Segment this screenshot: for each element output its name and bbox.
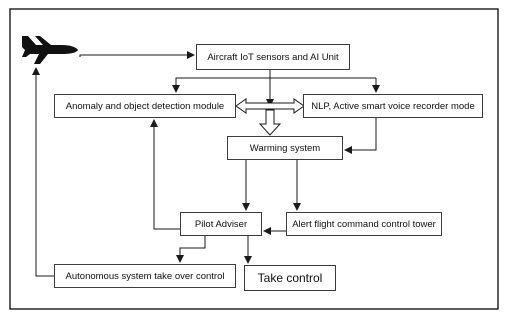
node-nlp-voice-recorder: NLP, Active smart voice recorder mode	[303, 94, 483, 118]
node-autonomous-takeover: Autonomous system take over control	[54, 264, 236, 288]
node-take-control: Take control	[244, 265, 336, 291]
node-warning-label: Warming system	[249, 142, 321, 154]
node-pilot-label: Pilot Adviser	[194, 218, 248, 230]
node-nlp-label: NLP, Active smart voice recorder mode	[311, 100, 475, 112]
node-alert-label: Alert flight command control tower	[292, 218, 436, 230]
edge-hub-to-warning-outline	[258, 109, 282, 136]
edge-airplane-to-sensors	[79, 51, 195, 59]
edge-autonomous-to-airplane	[32, 67, 54, 277]
airplane-icon	[22, 36, 78, 64]
node-anomaly-detection: Anomaly and object detection module	[54, 94, 236, 118]
node-anomaly-label: Anomaly and object detection module	[65, 100, 225, 112]
edge-sensors-to-anomaly	[172, 77, 196, 93]
node-warning-system: Warming system	[227, 136, 343, 160]
edge-nlp-to-warning	[344, 118, 377, 154]
node-autonomous-label: Autonomous system take over control	[65, 270, 225, 282]
edge-pilot-to-autonomous	[176, 236, 206, 263]
node-take-control-label: Take control	[257, 270, 323, 285]
node-sensors-label: Aircraft IoT sensors and AI Unit	[207, 51, 339, 63]
node-alert-control-tower: Alert flight command control tower	[286, 212, 442, 236]
node-sensors: Aircraft IoT sensors and AI Unit	[196, 44, 350, 70]
edge-pilot-to-anomaly	[150, 119, 180, 230]
outer-frame	[9, 8, 499, 310]
node-pilot-adviser: Pilot Adviser	[180, 212, 262, 236]
